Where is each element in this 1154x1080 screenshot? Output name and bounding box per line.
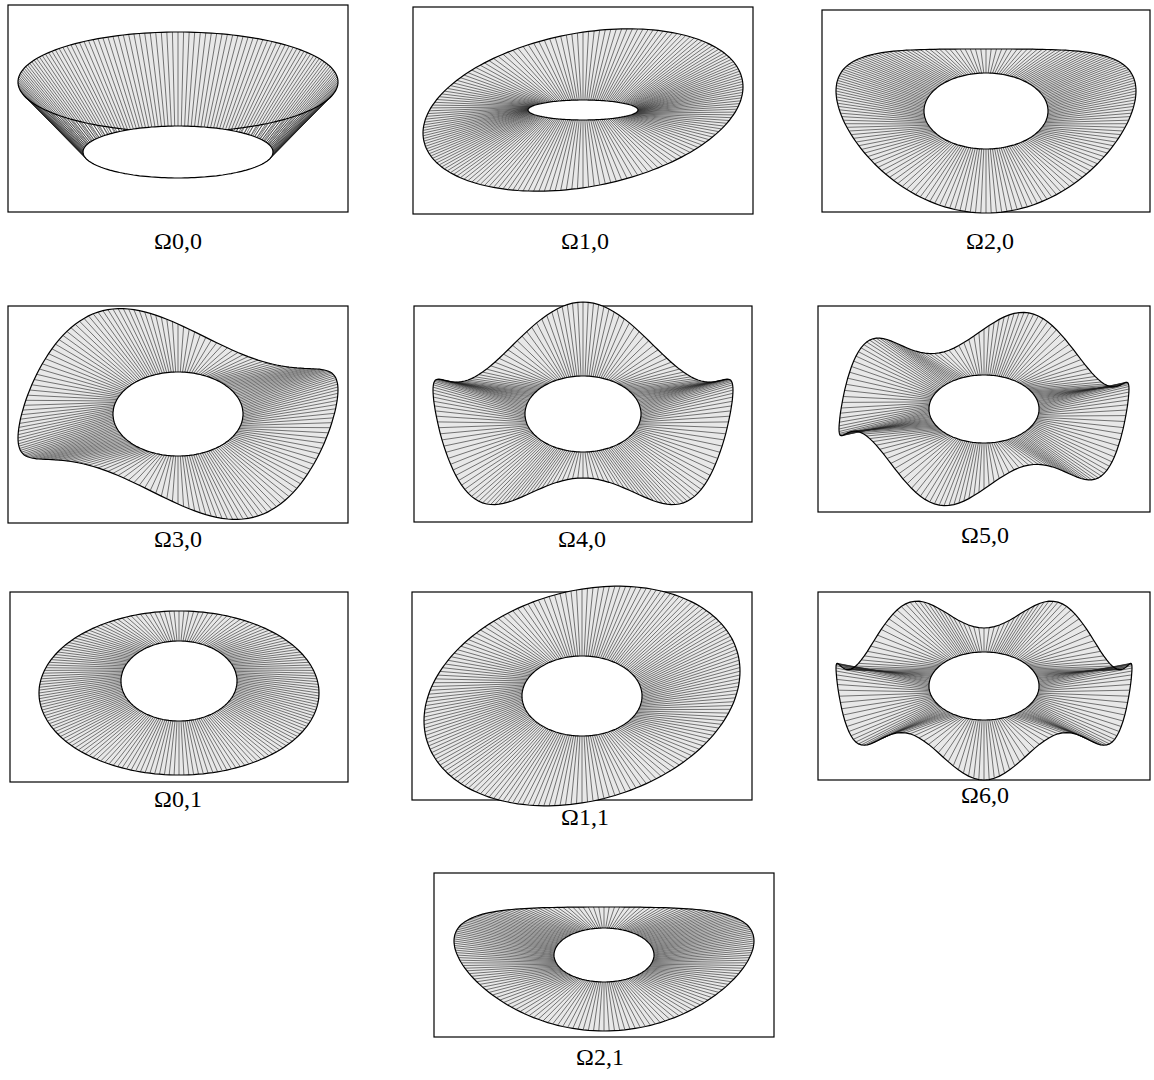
- outer-edge: [18, 309, 338, 520]
- panel-frame: [413, 7, 753, 214]
- surface-label: Ω0,1: [154, 786, 202, 813]
- panel-frame: [818, 306, 1150, 512]
- outer-edge: [423, 29, 743, 191]
- surface-panel: [818, 306, 1150, 512]
- ruling-lines: [18, 309, 338, 520]
- surface-label: Ω6,0: [961, 782, 1009, 809]
- surface-fill: [433, 302, 733, 505]
- ruling-lines: [836, 601, 1132, 780]
- surface-panel: [10, 592, 348, 782]
- surface-fill: [39, 611, 319, 775]
- outer-edge: [433, 302, 733, 505]
- surface-fill: [423, 29, 743, 191]
- surface-label: Ω0,0: [154, 228, 202, 255]
- outer-edge: [454, 907, 754, 1031]
- inner-hole: [924, 73, 1048, 149]
- ruling-lines: [454, 907, 754, 1031]
- surface-fill: [836, 601, 1132, 780]
- outer-edge: [839, 312, 1129, 505]
- panel-frame: [8, 306, 348, 523]
- surface-label: Ω1,1: [561, 804, 609, 831]
- ruling-lines: [39, 611, 319, 775]
- surface-panel: [413, 7, 753, 214]
- outer-edge: [39, 611, 319, 775]
- panel-frame: [822, 10, 1150, 212]
- surface-fill: [424, 586, 740, 806]
- outer-edge: [836, 601, 1132, 780]
- surface-panel: [412, 586, 752, 806]
- ruling-lines: [433, 302, 733, 505]
- inner-hole: [522, 656, 642, 736]
- inner-hole: [929, 375, 1039, 443]
- surface-label: Ω2,0: [966, 228, 1014, 255]
- surface-fill: [454, 907, 754, 1031]
- surface-fill: [18, 309, 338, 520]
- surface-panel: [818, 592, 1150, 780]
- surface-label: Ω1,0: [561, 228, 609, 255]
- inner-hole: [83, 126, 273, 178]
- panel-frame: [434, 873, 774, 1037]
- ruling-lines: [836, 49, 1136, 213]
- panel-frame: [818, 592, 1150, 780]
- surface-panel: [8, 306, 348, 523]
- outer-edge: [424, 586, 740, 806]
- ruling-lines: [839, 312, 1129, 505]
- panel-frame: [8, 5, 348, 212]
- inner-hole: [113, 372, 243, 456]
- ruling-lines: [18, 32, 338, 178]
- ruling-lines: [423, 29, 743, 191]
- surface-panel: [414, 302, 752, 522]
- outer-edge: [18, 32, 338, 132]
- surface-label: Ω3,0: [154, 526, 202, 553]
- surface-label: Ω5,0: [961, 522, 1009, 549]
- inner-hole: [525, 376, 641, 452]
- surface-fill: [839, 312, 1129, 505]
- surface-panel: [822, 10, 1150, 213]
- surface-label: Ω2,1: [576, 1044, 624, 1071]
- surface-panel: [8, 5, 348, 212]
- inner-hole: [929, 652, 1039, 720]
- outer-edge: [836, 49, 1136, 213]
- inner-hole: [554, 928, 654, 982]
- surface-panel: [434, 873, 774, 1037]
- panel-frame: [10, 592, 348, 782]
- ruling-lines: [424, 586, 740, 806]
- surface-label: Ω4,0: [558, 526, 606, 553]
- surface-fill: [836, 49, 1136, 213]
- inner-hole: [528, 100, 638, 120]
- inner-hole: [121, 641, 237, 721]
